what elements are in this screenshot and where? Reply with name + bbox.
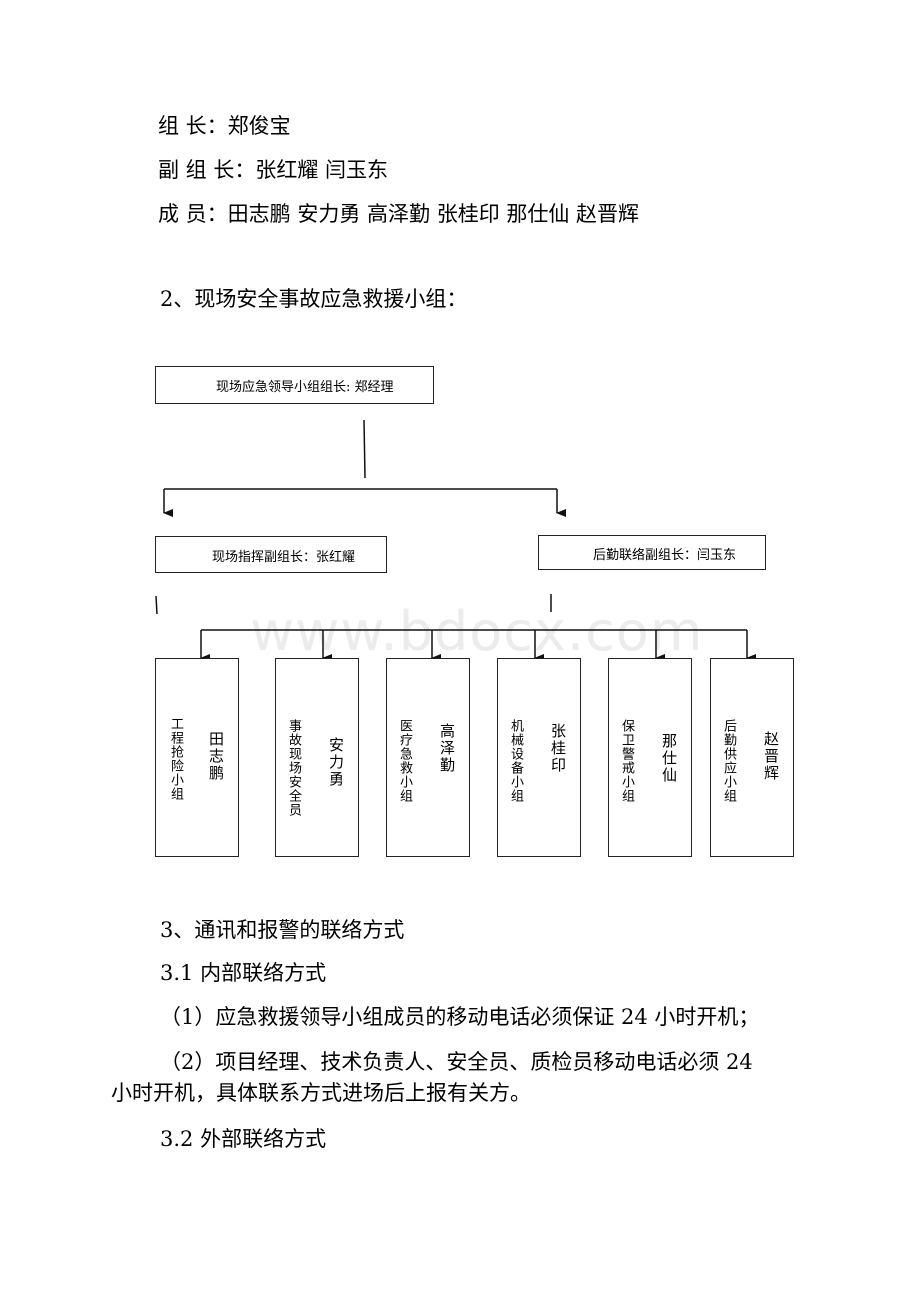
team-box-1: 工程抢险小组 田志鹏 (155, 658, 239, 857)
leader-box-label: 现场应急领导小组组长: 郑经理 (216, 380, 394, 395)
team-1-person: 田志鹏 (207, 731, 225, 782)
deputy-left-box: 现场指挥副组长：张红耀 (155, 536, 387, 573)
section3-sub2: 3.2 外部联络方式 (160, 1127, 327, 1151)
deputy-left-label: 现场指挥副组长：张红耀 (212, 550, 356, 565)
team-leader-line: 组 长：郑俊宝 (158, 114, 291, 138)
section3-item1: （1）应急救援领导小组成员的移动电话必须保证 24 小时开机； (160, 1005, 760, 1029)
deputy-right-box: 后勤联络副组长：闫玉东 (538, 535, 766, 570)
team-box-4: 机械设备小组 张桂印 (497, 658, 581, 857)
team-6-person: 赵晋辉 (762, 731, 780, 782)
team-box-2: 事故现场安全员 安力勇 (275, 658, 359, 857)
team-box-6: 后勤供应小组 赵晋辉 (710, 658, 794, 857)
section3-item2-line1: （2）项目经理、技术负责人、安全员、质检员移动电话必须 24 (160, 1050, 753, 1074)
team-deputy-line: 副 组 长：张红耀 闫玉东 (158, 158, 389, 182)
team-1-name: 工程抢险小组 (168, 717, 183, 801)
section3-item2-line2: 小时开机，具体联系方式进场后上报有关方。 (111, 1081, 531, 1105)
team-box-3: 医疗急救小组 高泽勤 (386, 658, 470, 857)
org-chart-connectors (155, 419, 756, 662)
team-3-name: 医疗急救小组 (397, 719, 412, 803)
deputy-right-label: 后勤联络副组长：闫玉东 (593, 548, 737, 563)
team-6-name: 后勤供应小组 (721, 719, 736, 803)
connector-leader-down (363, 419, 366, 479)
team-box-5: 保卫警戒小组 那仕仙 (608, 658, 692, 857)
section3-sub1: 3.1 内部联络方式 (160, 961, 327, 985)
tick-left (155, 595, 158, 615)
leader-box: 现场应急领导小组组长: 郑经理 (155, 366, 434, 404)
team-2-name: 事故现场安全员 (286, 719, 301, 817)
team-3-person: 高泽勤 (438, 723, 456, 774)
team-5-name: 保卫警戒小组 (619, 719, 634, 803)
section3-heading: 3、通讯和报警的联络方式 (160, 918, 405, 942)
team-members-line: 成 员：田志鹏 安力勇 高泽勤 张桂印 那仕仙 赵晋辉 (158, 202, 640, 226)
team-5-person: 那仕仙 (660, 733, 678, 784)
team-4-person: 张桂印 (549, 723, 567, 774)
team-4-name: 机械设备小组 (508, 719, 523, 803)
section2-heading: 2、现场安全事故应急救援小组： (160, 287, 468, 311)
watermark: www.bdocx.com (250, 600, 704, 663)
team-2-person: 安力勇 (327, 737, 345, 788)
